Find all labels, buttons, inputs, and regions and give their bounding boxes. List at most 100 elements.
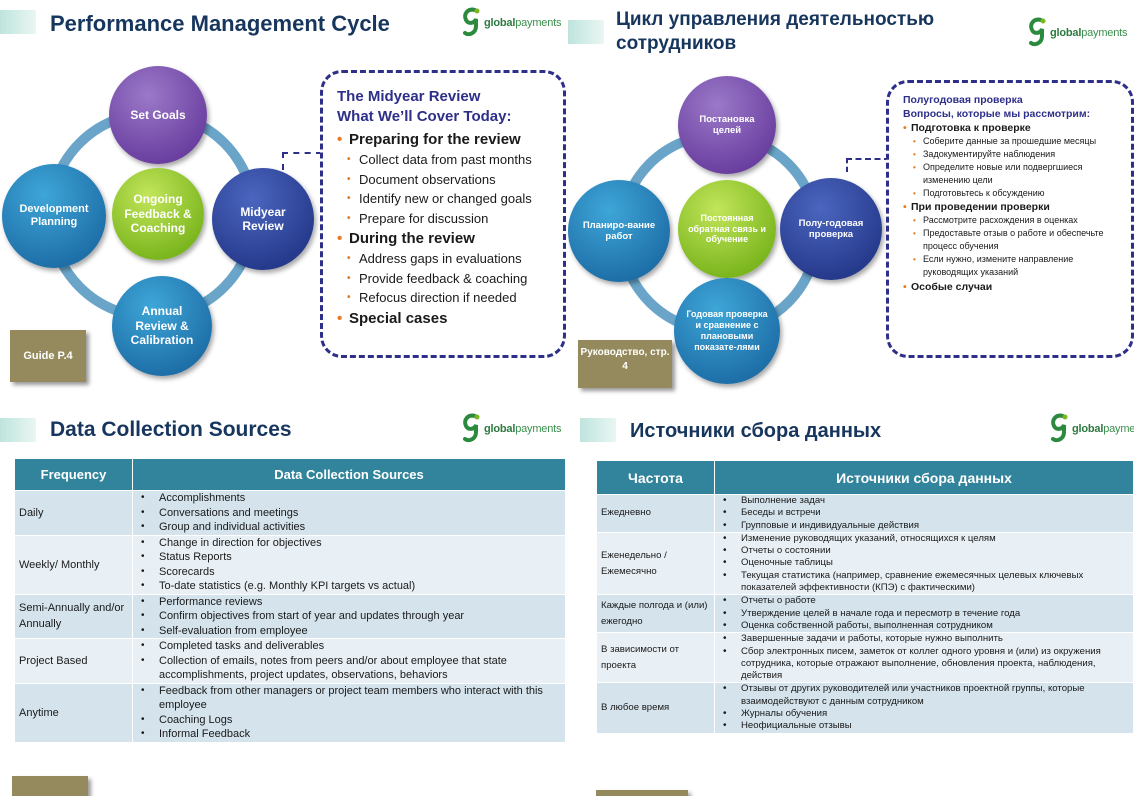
list-item: Завершенные задачи и работы, которые нуж… [715, 633, 1129, 646]
list-item: Group and individual activities [133, 520, 561, 535]
table-row: Project BasedCompleted tasks and deliver… [14, 638, 566, 684]
frequency-cell: Daily [14, 490, 133, 536]
table-row: ЕжедневноВыполнение задачБеседы и встреч… [596, 494, 1134, 533]
table-row: Каждые полгода и (или) ежегодноОтчеты о … [596, 594, 1134, 634]
callout-item: •Рассмотрите расхождения в оценках [913, 215, 1078, 225]
list-item: Неофициальные отзывы [715, 720, 1129, 733]
list-item: Беседы и встречи [715, 507, 1129, 520]
sources-list: Изменение руководящих указаний, относящи… [715, 533, 1129, 594]
callout-section: •Preparing for the review [337, 131, 521, 148]
callout-item: •Prepare for discussion [347, 210, 489, 226]
guide-reference: Guide P.4 [10, 330, 86, 382]
table-row: Weekly/ MonthlyChange in direction for o… [14, 534, 566, 595]
callout-midyear-review: The Midyear Review What We’ll Cover Toda… [320, 70, 566, 358]
list-item: Collection of emails, notes from peers a… [133, 654, 561, 683]
list-item: Отзывы от других руководителей или участ… [715, 683, 1129, 708]
callout-subheading: What We’ll Cover Today: [337, 108, 512, 125]
globalpayments-g-icon [1029, 17, 1046, 47]
list-item: Conversations and meetings [133, 506, 561, 521]
logo-text: globalpayments [1050, 27, 1128, 39]
list-item: Текущая статистика (например, сравнение … [715, 570, 1129, 595]
list-item: To-date statistics (e.g. Monthly KPI tar… [133, 579, 561, 594]
sources-list: Performance reviewsConfirm objectives fr… [133, 595, 561, 639]
sources-cell: Change in direction for objectivesStatus… [132, 534, 566, 595]
callout-connector [846, 158, 890, 172]
callout-section: •Подготовка к проверке [903, 122, 1031, 134]
callout-item: •Identify new or changed goals [347, 191, 532, 206]
callout-section: •Особые случаи [903, 281, 993, 293]
frequency-cell: Еженедельно / Ежемесячно [596, 531, 715, 596]
slide-performance-cycle-en: Performance Management Cycle globalpayme… [0, 0, 566, 396]
sources-cell: Отзывы от других руководителей или участ… [714, 682, 1134, 734]
column-header-sources: Data Collection Sources [132, 458, 566, 491]
title-accent-bar [580, 418, 616, 442]
list-item: Отчеты о работе [715, 595, 1129, 608]
callout-item: •Address gaps in evaluations [347, 251, 522, 266]
list-item: Self-evaluation from employee [133, 624, 561, 639]
logo: globalpayments [1026, 16, 1127, 50]
sources-list: Change in direction for objectivesStatus… [133, 536, 561, 594]
guide-reference: Руководство, стр. 4 [578, 340, 672, 388]
list-item: Status Reports [133, 550, 561, 565]
logo-text: globalpayments [484, 423, 562, 435]
callout-item: •Document observations [347, 171, 496, 187]
sources-cell: AccomplishmentsConversations and meeting… [132, 490, 566, 536]
list-item: Изменение руководящих указаний, относящи… [715, 533, 1129, 546]
circle-midyear-review: Полу-годовая проверка [780, 178, 882, 280]
globalpayments-g-icon [1051, 413, 1068, 443]
callout-item: •Соберите данные за прошедшие месяцы [913, 136, 1097, 146]
logo: globalpayments [1048, 412, 1134, 446]
logo: globalpayments [460, 412, 561, 446]
sources-list: Completed tasks and deliverablesCollecti… [133, 639, 561, 683]
table-row: В любое времяОтзывы от других руководите… [596, 682, 1134, 734]
list-item: Informal Feedback [133, 727, 561, 742]
frequency-cell: В зависимости от проекта [596, 632, 715, 684]
sources-list: Выполнение задачБеседы и встречиГрупповы… [715, 495, 1129, 532]
list-item: Журналы обучения [715, 708, 1129, 721]
callout-item: •Предоставьте отзыв о работе и обеспечьт… [913, 228, 1104, 251]
circle-annual-review: Годовая проверка и сравнение с плановыми… [674, 278, 780, 384]
table-row: AnytimeFeedback from other managers or p… [14, 682, 566, 743]
sources-cell: Completed tasks and deliverablesCollecti… [132, 638, 566, 684]
circle-annual-review: Annual Review & Calibration [112, 276, 212, 376]
table-row: Semi-Annually and/or AnnuallyPerformance… [14, 593, 566, 639]
logo-text: globalpayments [484, 17, 562, 29]
callout-item: •Provide feedback & coaching [347, 270, 528, 286]
sources-cell: Отчеты о работеУтверждение целей в начал… [714, 594, 1134, 634]
circle-midyear-review: Midyear Review [212, 168, 314, 270]
callout-heading: The Midyear Review [337, 88, 481, 105]
list-item: Change in direction for objectives [133, 536, 561, 551]
sources-cell: Performance reviewsConfirm objectives fr… [132, 593, 566, 639]
sources-cell: Feedback from other managers or project … [132, 682, 566, 743]
table-row: Еженедельно / ЕжемесячноИзменение руково… [596, 531, 1134, 596]
circle-set-goals: Set Goals [109, 66, 207, 164]
sources-list: Отчеты о работеУтверждение целей в начал… [715, 595, 1129, 632]
slide-title: Performance Management Cycle [50, 11, 390, 36]
callout-midyear-review: Полугодовая проверка Вопросы, которые мы… [886, 80, 1134, 358]
list-item: Confirm objectives from start of year an… [133, 609, 561, 624]
sources-list: AccomplishmentsConversations and meeting… [133, 491, 561, 535]
callout-section: •Special cases [337, 309, 448, 327]
title-accent-bar [0, 418, 36, 442]
callout-subheading: Вопросы, которые мы рассмотрим: [903, 108, 1091, 120]
frequency-cell: В любое время [596, 682, 715, 734]
globalpayments-g-icon [463, 7, 480, 37]
circle-ongoing-feedback: Ongoing Feedback & Coaching [112, 168, 204, 260]
frequency-cell: Weekly/ Monthly [14, 534, 133, 595]
callout-section: •During the review [337, 230, 475, 247]
globalpayments-g-icon [463, 413, 480, 443]
callout-section: •При проведении проверки [903, 201, 1050, 213]
list-item: Completed tasks and deliverables [133, 639, 561, 654]
list-item: Оценочные таблицы [715, 557, 1129, 570]
callout-heading: Полугодовая проверка [903, 94, 1023, 106]
table-row: В зависимости от проектаЗавершенные зада… [596, 632, 1134, 684]
frequency-cell: Project Based [14, 638, 133, 684]
list-item: Scorecards [133, 565, 561, 580]
circle-development-planning: Development Planning [2, 164, 106, 268]
sources-cell: Изменение руководящих указаний, относящи… [714, 531, 1134, 596]
sources-cell: Выполнение задачБеседы и встречиГрупповы… [714, 494, 1134, 533]
table-row: DailyAccomplishmentsConversations and me… [14, 490, 566, 536]
column-header-sources: Источники сбора данных [714, 460, 1134, 495]
slide-data-sources-en: Data Collection Sources globalpayments F… [0, 398, 566, 796]
